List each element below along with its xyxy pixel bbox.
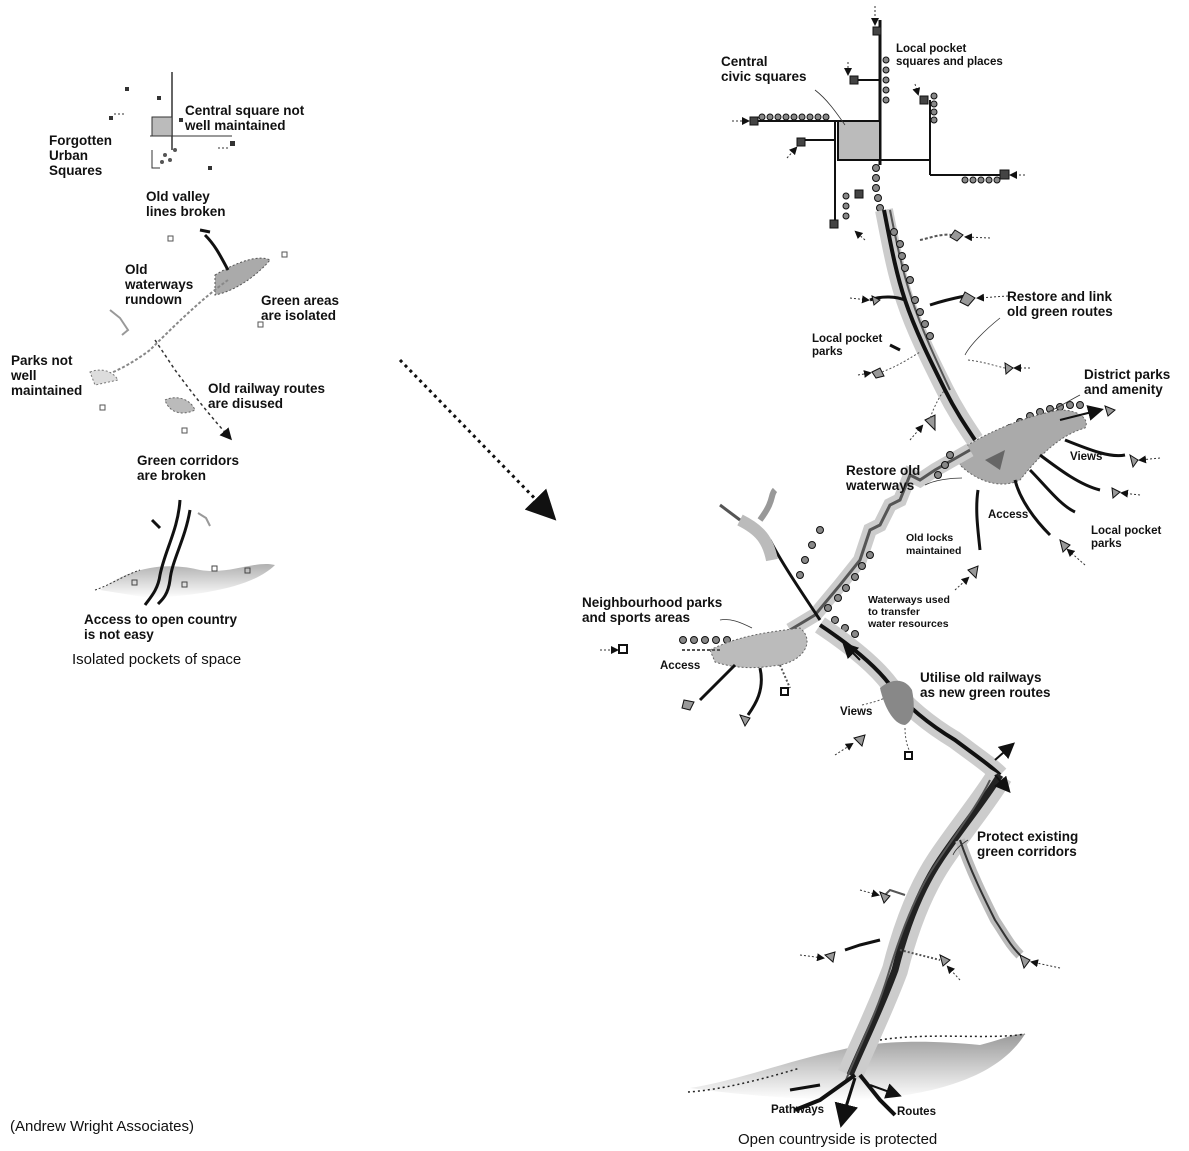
label-green-corridors-broken: Green corridors are broken [137, 453, 239, 483]
label-access-to-open-country: Access to open country is not easy [84, 612, 237, 642]
label-routes: Routes [897, 1106, 936, 1119]
label-district-parks-amenity: District parks and amenity [1084, 367, 1170, 397]
label-access-1: Access [988, 509, 1028, 522]
label-protect-green-corridors: Protect existing green corridors [977, 829, 1078, 859]
label-restore-and-link-green-routes: Restore and link old green routes [1007, 289, 1113, 319]
left-diagram [90, 72, 287, 605]
right-diagram [600, 6, 1160, 1122]
label-old-locks-maintained: Old locks maintained [906, 532, 961, 558]
label-green-areas-isolated: Green areas are isolated [261, 293, 339, 323]
label-pathways: Pathways [771, 1104, 824, 1117]
label-central-civic-squares: Central civic squares [721, 54, 807, 84]
label-local-pocket-parks-2: Local pocket parks [1091, 525, 1161, 551]
caption-open-countryside-protected: Open countryside is protected [738, 1131, 937, 1148]
transition-arrow [400, 360, 548, 512]
caption-isolated-pockets: Isolated pockets of space [72, 651, 241, 668]
label-central-square-not-maintained: Central square not well maintained [185, 103, 304, 133]
label-access-2: Access [660, 660, 700, 673]
label-old-valley-lines: Old valley lines broken [146, 189, 226, 219]
label-old-railway-routes: Old railway routes are disused [208, 381, 325, 411]
label-views-1: Views [1070, 451, 1102, 464]
label-old-waterways-rundown: Old waterways rundown [125, 262, 193, 307]
label-local-pocket-squares: Local pocket squares and places [896, 43, 1003, 69]
label-forgotten-urban-squares: Forgotten Urban Squares [49, 133, 112, 178]
district-park [960, 406, 1138, 578]
label-neighbourhood-parks: Neighbourhood parks and sports areas [582, 595, 722, 625]
left-corridor-hill [95, 500, 275, 605]
label-views-2: Views [840, 706, 872, 719]
label-parks-not-maintained: Parks not well maintained [11, 353, 82, 398]
label-utilise-old-railways: Utilise old railways as new green routes [920, 670, 1051, 700]
label-restore-old-waterways: Restore old waterways [846, 463, 920, 493]
label-local-pocket-parks-1: Local pocket parks [812, 333, 882, 359]
label-waterways-used: Waterways used to transfer water resourc… [868, 594, 950, 630]
credit-andrew-wright-associates: (Andrew Wright Associates) [10, 1118, 194, 1135]
